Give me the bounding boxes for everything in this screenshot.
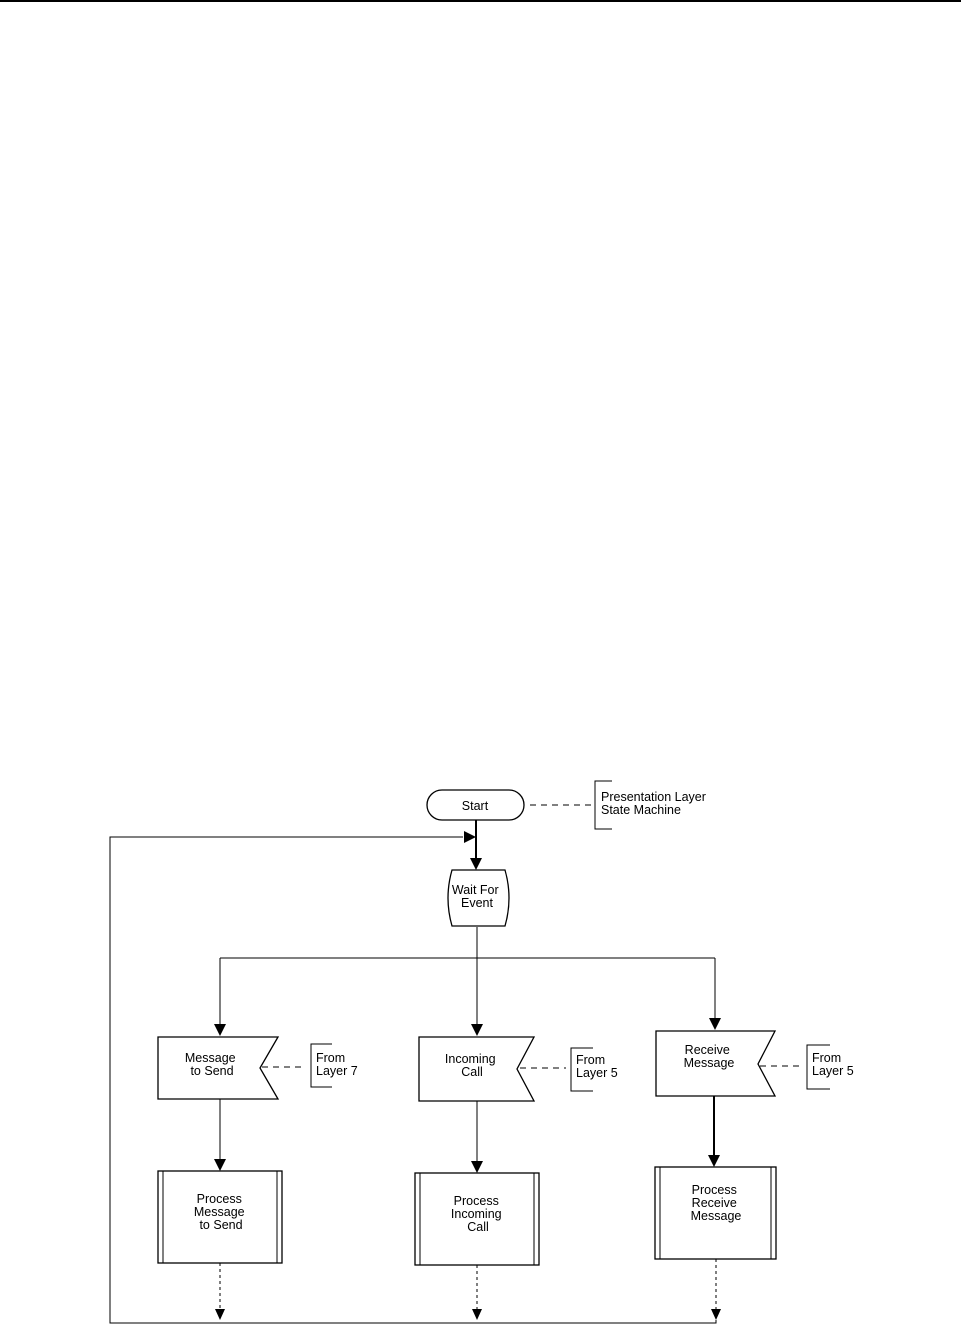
page-top-rule <box>0 0 961 2</box>
node-event-receive-message: Receive Message From Layer 5 <box>655 1030 854 1097</box>
process-label-receive-message: Process Receive Message <box>691 1183 742 1223</box>
process-shape-receive-message <box>654 1166 777 1260</box>
arrowhead-event-middle <box>471 1024 483 1036</box>
source-label-layer-5-a: From Layer 5 <box>576 1053 618 1080</box>
event-1-source-line-1: From <box>316 1051 345 1065</box>
event-shape-incoming-call <box>418 1036 536 1102</box>
wait-label: Wait For Event <box>452 883 502 910</box>
event-2-label-line-2: Call <box>461 1065 483 1079</box>
process-3-label-line-2: Receive <box>692 1196 737 1210</box>
event-1-label-line-1: Message <box>185 1051 236 1065</box>
arrowhead-bottom-left <box>215 1309 225 1320</box>
annotation-start: Presentation Layer State Machine <box>530 780 709 830</box>
start-terminator-shape <box>426 789 525 821</box>
node-process-receive-message: Process Receive Message <box>654 1166 777 1260</box>
event-3-source-line-2: Layer 5 <box>812 1064 854 1078</box>
arrowhead-process-middle <box>471 1161 483 1173</box>
event-2-source-line-1: From <box>576 1053 605 1067</box>
annotation-start-bracket <box>594 780 612 830</box>
process-2-label-line-1: Process <box>454 1194 499 1208</box>
event-shape-message-to-send <box>157 1036 280 1100</box>
process-1-label-line-3: to Send <box>199 1218 242 1232</box>
process-1-label-line-2: Message <box>194 1205 245 1219</box>
process-label-incoming-call: Process Incoming Call <box>451 1194 505 1234</box>
process-2-label-line-3: Call <box>467 1220 489 1234</box>
event-3-label-line-1: Receive <box>685 1043 730 1057</box>
event-1-label-line-2: to Send <box>190 1064 233 1078</box>
arrowhead-event-right <box>709 1018 721 1030</box>
connector-loop-back <box>109 836 717 1324</box>
event-label-receive-message: Receive Message <box>684 1043 735 1070</box>
arrowhead-process-left <box>214 1159 226 1171</box>
process-label-message-to-send: Process Message to Send <box>194 1192 248 1232</box>
arrowhead-process-right <box>708 1155 720 1167</box>
arrowhead-bottom-right <box>711 1309 721 1320</box>
process-1-label-line-1: Process <box>197 1192 242 1206</box>
event-2-label-line-1: Incoming <box>445 1052 496 1066</box>
wait-label-line-2: Event <box>461 896 493 910</box>
arrowhead-bottom-middle <box>472 1309 482 1320</box>
event-2-source-line-2: Layer 5 <box>576 1066 618 1080</box>
node-process-incoming-call: Process Incoming Call <box>414 1172 540 1266</box>
arrowhead-event-left <box>214 1024 226 1036</box>
annotation-start-line-2: State Machine <box>601 803 681 817</box>
annotation-start-line-1: Presentation Layer <box>601 790 706 804</box>
process-shape-message-to-send <box>157 1170 283 1264</box>
event-label-incoming-call: Incoming Call <box>445 1052 499 1079</box>
source-bracket-layer-5-a <box>570 1047 593 1092</box>
connectors <box>109 820 721 1324</box>
wait-shape <box>447 869 510 927</box>
source-bracket-layer-5-b <box>806 1044 830 1090</box>
process-3-label-line-3: Message <box>691 1209 742 1223</box>
process-shape-incoming-call <box>414 1172 540 1266</box>
process-2-label-line-2: Incoming <box>451 1207 502 1221</box>
event-shape-receive-message <box>655 1030 777 1097</box>
event-3-source-line-1: From <box>812 1051 841 1065</box>
event-3-label-line-2: Message <box>684 1056 735 1070</box>
source-label-layer-7: From Layer 7 <box>316 1051 358 1078</box>
event-label-message-to-send: Message to Send <box>185 1051 239 1078</box>
source-label-layer-5-b: From Layer 5 <box>812 1051 854 1078</box>
process-3-label-line-1: Process <box>692 1183 737 1197</box>
node-event-message-to-send: Message to Send From Layer 7 <box>157 1036 358 1100</box>
node-process-message-to-send: Process Message to Send <box>157 1170 283 1264</box>
arrowhead-wait <box>470 858 482 870</box>
node-start: Start <box>426 789 525 821</box>
node-event-incoming-call: Incoming Call From Layer 5 <box>418 1036 618 1102</box>
source-bracket-layer-7 <box>310 1043 332 1088</box>
annotation-start-text: Presentation Layer State Machine <box>601 790 709 817</box>
event-1-source-line-2: Layer 7 <box>316 1064 358 1078</box>
start-label: Start <box>462 799 489 813</box>
arrowhead-loop-back <box>464 831 476 843</box>
node-wait-for-event: Wait For Event <box>447 869 510 927</box>
wait-label-line-1: Wait For <box>452 883 499 897</box>
